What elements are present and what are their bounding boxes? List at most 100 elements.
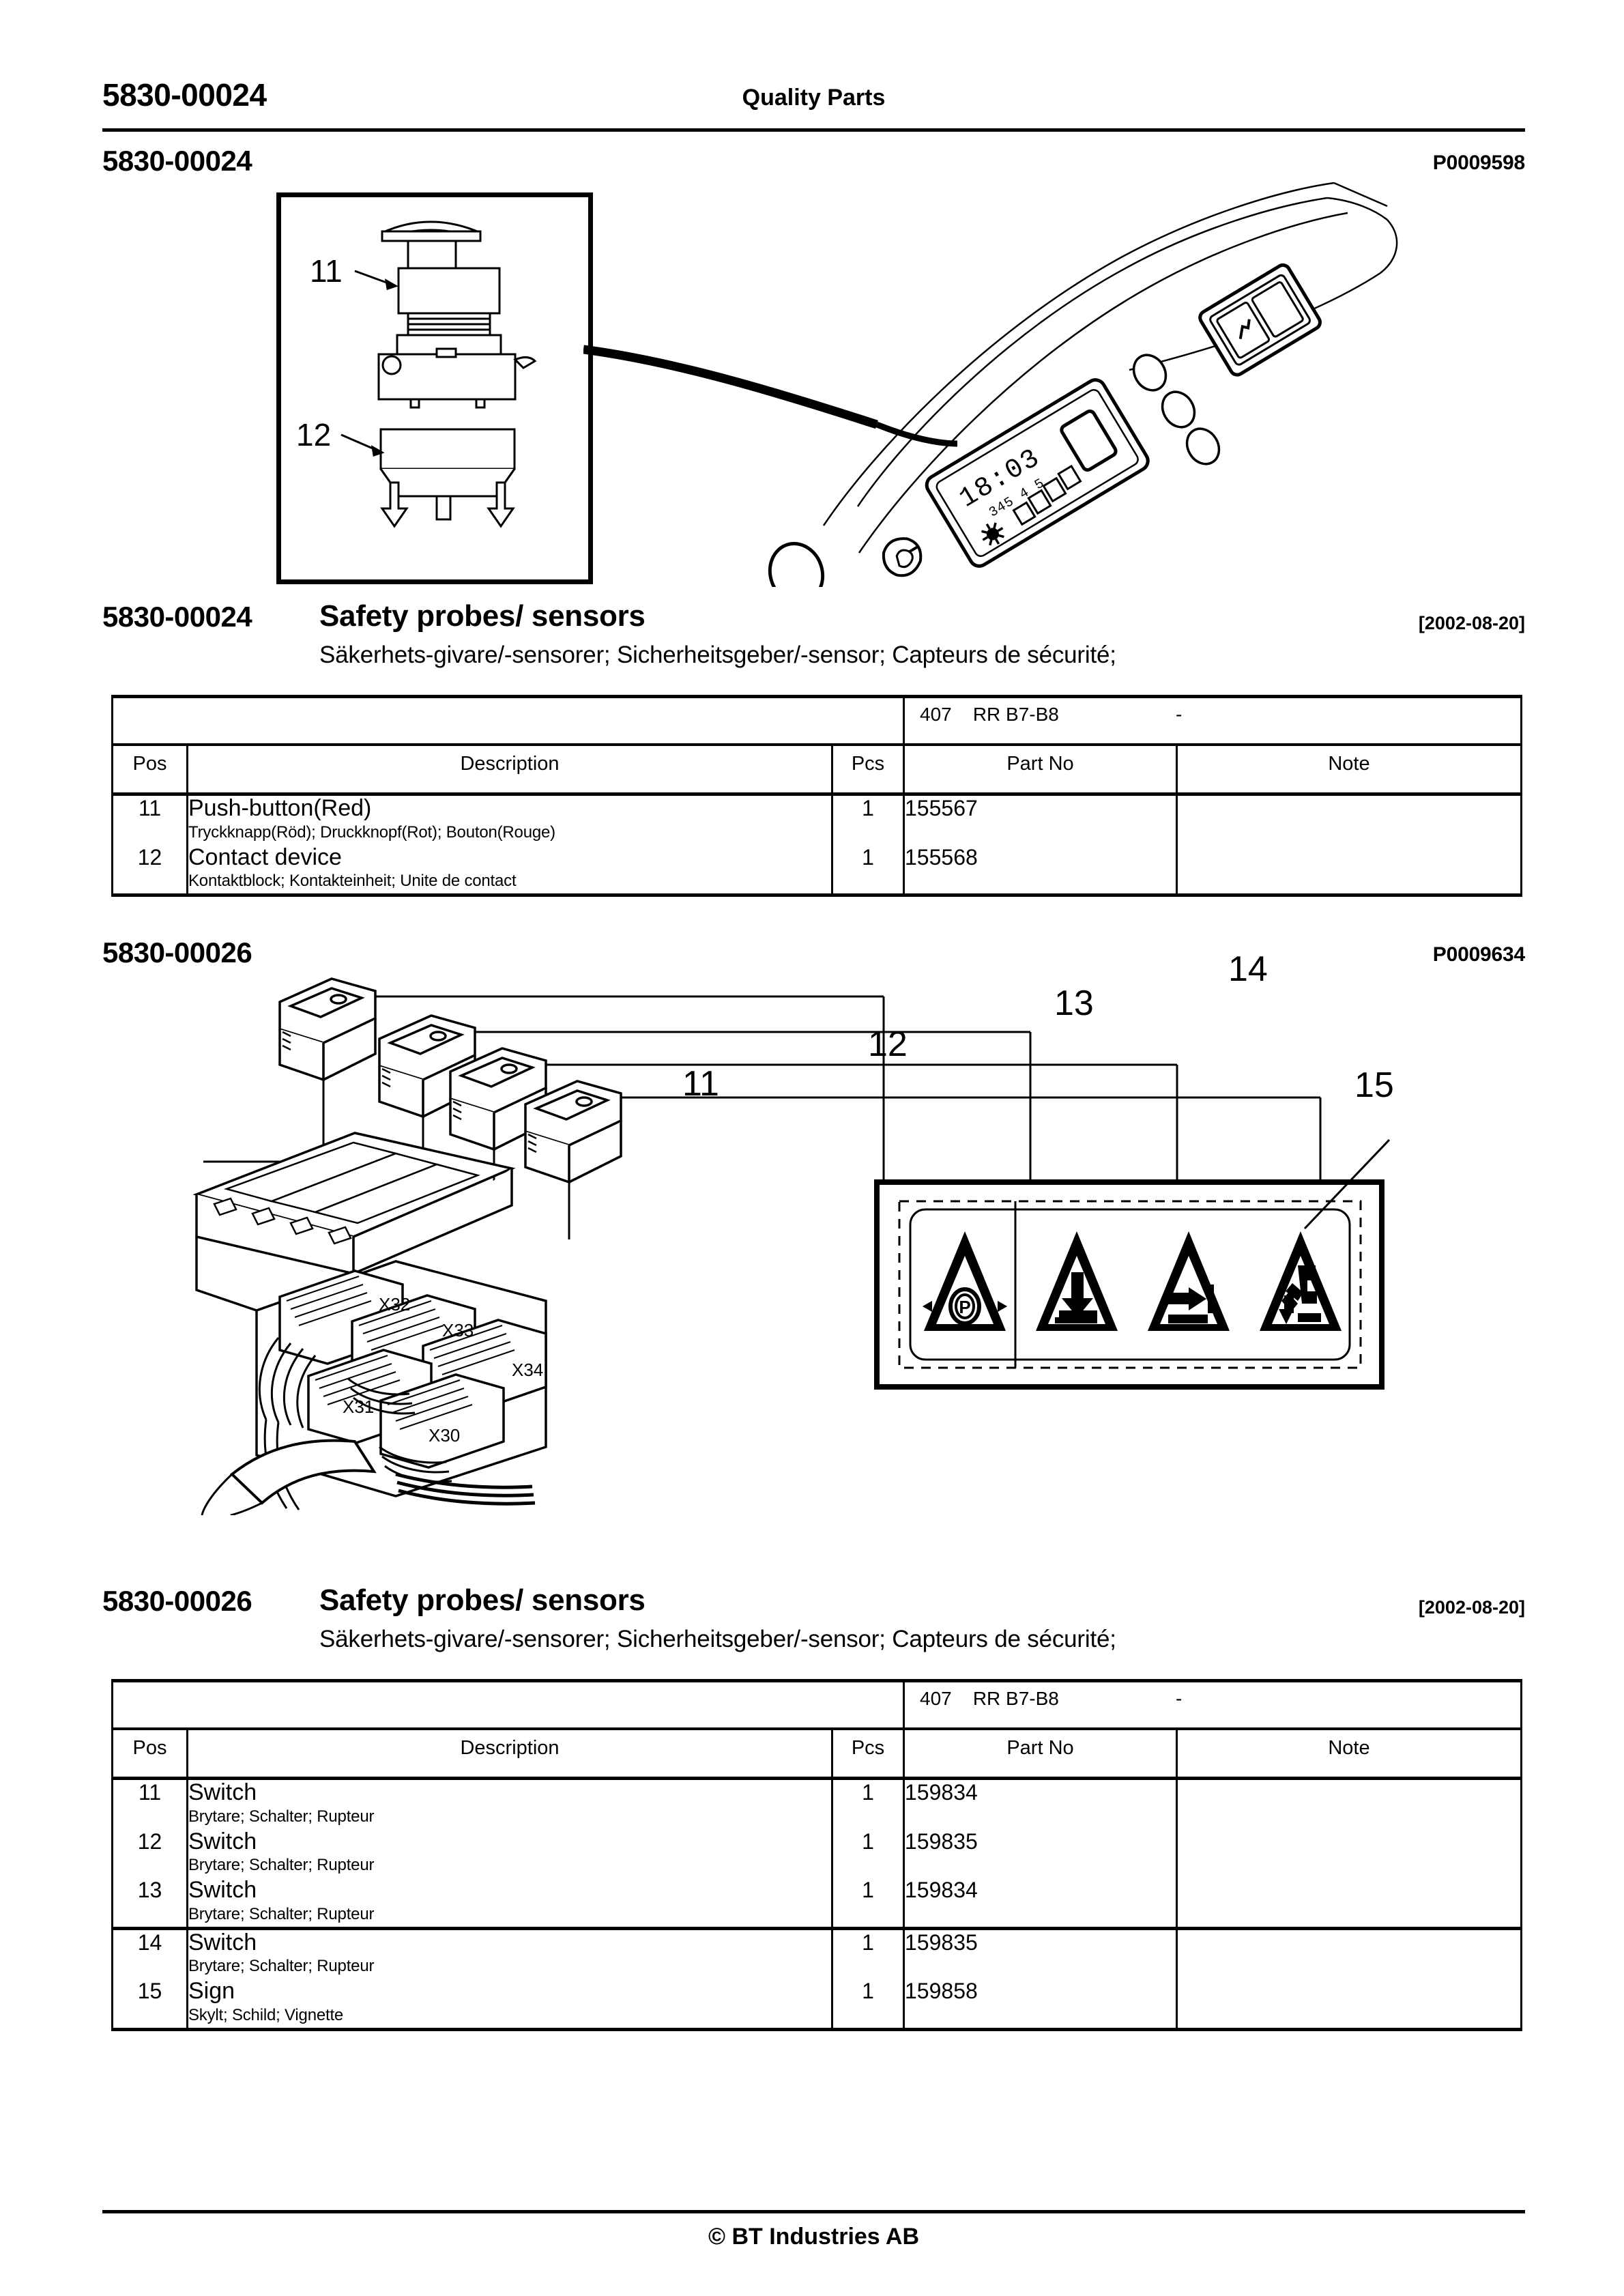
row-pos: 14 (111, 1926, 188, 1979)
row-pcs: 1 (831, 844, 905, 898)
section-1-figure-ref: P0009598 (1432, 152, 1525, 174)
row-pcs: 1 (831, 1828, 905, 1878)
header-rule (102, 128, 1525, 132)
row-pos: 12 (111, 1828, 188, 1878)
col-header-partno: Part No (903, 745, 1178, 796)
model-header-text: 407 RR B7-B8 - (920, 1688, 1183, 1709)
col-header-note: Note (1176, 745, 1522, 796)
callout-11: 11 (682, 1064, 719, 1104)
row-pos: 12 (111, 844, 188, 898)
table-row: 15 Sign Skylt; Schild; Vignette 1 159858 (111, 1978, 1522, 2031)
section-1-title-main: Safety probes/ sensors (319, 599, 646, 633)
col-header-pos: Pos (111, 745, 188, 796)
row-pos: 15 (111, 1979, 188, 2031)
illustration-1-frame: 11 12 (276, 192, 593, 584)
warning-symbol-lower-fork (1036, 1231, 1118, 1331)
section-2-title-main: Safety probes/ sensors (319, 1583, 646, 1617)
row-note (1176, 1878, 1522, 1929)
row-description-multilingual: Tryckknapp(Röd); Druckknopf(Rot); Bouton… (188, 822, 555, 842)
col-header-partno: Part No (903, 1729, 1178, 1780)
callout-11-label: 11 (310, 253, 343, 289)
row-pos: 13 (111, 1878, 188, 1929)
row-description: Switch (188, 1779, 257, 1805)
row-part-no: 155567 (903, 794, 1178, 845)
running-head-title: Quality Parts (742, 85, 886, 111)
connector-label-x30: X30 (429, 1425, 460, 1446)
row-part-no: 159835 (903, 1926, 1178, 1979)
warning-symbol-operator-tilt (1260, 1231, 1342, 1331)
warning-symbol-sideshift (1148, 1231, 1230, 1331)
model-header-text: 407 RR B7-B8 - (920, 704, 1183, 725)
section-1-title-sub: Säkerhets-givare/-sensorer; Sicherheitsg… (319, 642, 1116, 668)
connector-label-x34: X34 (512, 1360, 543, 1380)
row-description-multilingual: Kontaktblock; Kontakteinheit; Unite de c… (188, 872, 517, 891)
table-row: 11 Push-button(Red) Tryckknapp(Röd); Dru… (111, 794, 1522, 845)
model-header-row: 407 RR B7-B8 - (111, 1679, 1522, 1730)
row-part-no: 159858 (903, 1979, 1178, 2031)
section-2-code: 5830-00026 (102, 936, 252, 968)
row-description: Push-button(Red) (188, 795, 372, 821)
emergency-button-location (768, 542, 825, 587)
section-1-title-code: 5830-00024 (102, 601, 252, 633)
row-description-multilingual: Brytare; Schalter; Rupteur (188, 1957, 375, 1976)
row-description: Switch (188, 1877, 257, 1904)
callout-13: 13 (1054, 984, 1094, 1023)
illustration-2: X32 X33 X34 X31 X30 (191, 969, 1426, 1515)
row-description: Sign (188, 1978, 235, 2005)
col-header-note: Note (1176, 1729, 1522, 1780)
row-description-multilingual: Brytare; Schalter; Rupteur (188, 1807, 375, 1826)
row-pcs: 1 (831, 794, 905, 845)
row-pos: 11 (111, 794, 188, 845)
footer-copyright: © BT Industries AB (708, 2224, 920, 2250)
row-note (1176, 844, 1522, 898)
row-description: Switch (188, 1828, 257, 1854)
row-part-no: 159835 (903, 1828, 1178, 1878)
section-2-title-date: [2002-08-20] (1418, 1597, 1525, 1618)
row-note (1176, 1979, 1522, 2031)
callout-15: 15 (1354, 1065, 1394, 1105)
col-header-description: Description (186, 745, 833, 796)
callout-14: 14 (1228, 949, 1268, 989)
connector-label-x32: X32 (379, 1294, 410, 1315)
parts-table-1: 407 RR B7-B8 - Pos Description Pcs Part … (111, 695, 1522, 898)
row-note (1176, 1828, 1522, 1878)
callout-12: 12 (868, 1024, 908, 1064)
row-pcs: 1 (831, 1778, 905, 1829)
row-description-multilingual: Skylt; Schild; Vignette (188, 2005, 344, 2024)
column-header-row: Pos Description Pcs Part No Note (111, 1729, 1522, 1780)
row-description-multilingual: Brytare; Schalter; Rupteur (188, 1904, 375, 1923)
section-2-figure-ref: P0009634 (1432, 943, 1525, 966)
table-row: 14 Switch Brytare; Schalter; Rupteur 1 1… (111, 1926, 1522, 1979)
model-header-row: 407 RR B7-B8 - (111, 695, 1522, 746)
col-header-pcs: Pcs (831, 1729, 905, 1780)
callout-12-label: 12 (296, 417, 331, 453)
row-note (1176, 1778, 1522, 1829)
running-head: 5830-00024 Quality Parts (102, 76, 1525, 124)
running-head-code: 5830-00024 (102, 77, 267, 113)
row-note (1176, 794, 1522, 845)
row-description-multilingual: Brytare; Schalter; Rupteur (188, 1856, 375, 1875)
section-2-title-code: 5830-00026 (102, 1585, 252, 1617)
row-description: Switch (188, 1929, 257, 1955)
row-description: Contact device (188, 844, 342, 870)
col-header-pcs: Pcs (831, 745, 905, 796)
row-part-no: 155568 (903, 844, 1178, 898)
col-header-description: Description (186, 1729, 833, 1780)
table-row: 12 Contact device Kontaktblock; Kontakte… (111, 844, 1522, 898)
sign-outline (909, 1208, 1351, 1361)
footer-rule (102, 2210, 1525, 2213)
column-header-row: Pos Description Pcs Part No Note (111, 745, 1522, 796)
pushbutton-exploded-drawing: 11 12 (296, 220, 537, 528)
warning-symbol-parking-brake: P (923, 1231, 1007, 1331)
row-part-no: 159834 (903, 1878, 1178, 1929)
row-pcs: 1 (831, 1878, 905, 1929)
table-row: 13 Switch Brytare; Schalter; Rupteur 1 1… (111, 1877, 1522, 1929)
dashboard-panel-drawing: 18:03 345 4 5 (583, 171, 1532, 587)
table-row: 12 Switch Brytare; Schalter; Rupteur 1 1… (111, 1828, 1522, 1878)
parts-table-2: 407 RR B7-B8 - Pos Description Pcs Part … (111, 1679, 1522, 2031)
row-pos: 11 (111, 1778, 188, 1829)
svg-text:P: P (959, 1297, 970, 1317)
row-pcs: 1 (831, 1979, 905, 2031)
row-note (1176, 1926, 1522, 1979)
